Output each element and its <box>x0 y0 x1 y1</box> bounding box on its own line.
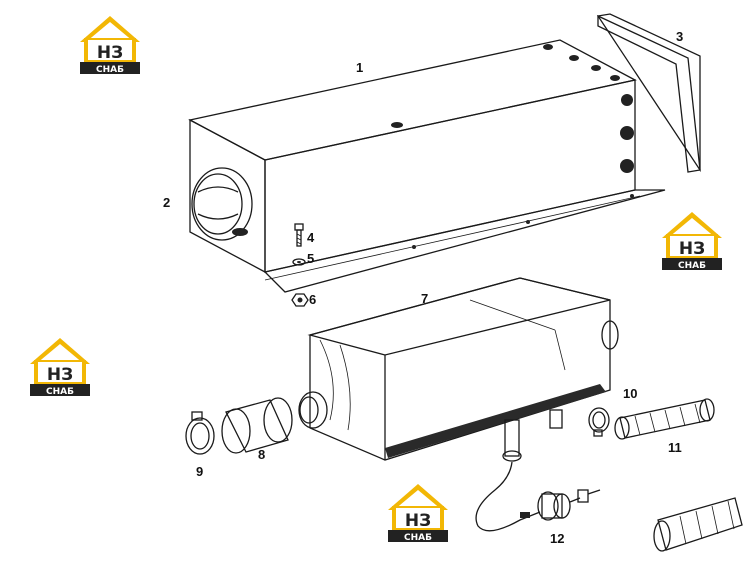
small-clamp <box>588 407 610 437</box>
svg-text:НЗ: НЗ <box>47 365 73 385</box>
svg-text:НЗ: НЗ <box>679 239 705 259</box>
hose-clamp <box>185 411 215 455</box>
svg-text:СНАБ: СНАБ <box>46 387 74 397</box>
heater-housing <box>188 39 666 293</box>
watermark-logo: НЗ СНАБ <box>80 16 140 75</box>
callout-9: 9 <box>196 464 203 479</box>
gasket <box>596 13 701 173</box>
callout-5: 5 <box>307 251 314 266</box>
callout-2: 2 <box>163 195 170 210</box>
bolt <box>294 223 304 247</box>
duct-hose <box>653 497 743 552</box>
heater-unit <box>298 277 619 462</box>
callout-3: 3 <box>676 29 683 44</box>
watermark-logo: НЗ СНАБ <box>30 338 90 397</box>
svg-text:НЗ: НЗ <box>97 43 123 63</box>
nut <box>291 293 309 307</box>
callout-10: 10 <box>623 386 637 401</box>
fuel-line <box>475 461 601 532</box>
svg-text:СНАБ: СНАБ <box>678 261 706 271</box>
callout-6: 6 <box>309 292 316 307</box>
callout-7: 7 <box>421 291 428 306</box>
washer <box>292 258 306 266</box>
watermark-logo: НЗ СНАБ <box>662 212 722 271</box>
callout-1: 1 <box>356 60 363 75</box>
flex-hose <box>614 398 715 440</box>
sleeve <box>221 397 293 454</box>
watermark-logo: НЗ СНАБ <box>388 484 448 543</box>
callout-11: 11 <box>668 440 682 455</box>
svg-text:НЗ: НЗ <box>405 511 431 531</box>
callout-12: 12 <box>550 531 564 546</box>
intake-collar <box>191 167 253 241</box>
callout-8: 8 <box>258 447 265 462</box>
svg-text:СНАБ: СНАБ <box>96 65 124 75</box>
callout-4: 4 <box>307 230 315 245</box>
svg-text:СНАБ: СНАБ <box>404 533 432 543</box>
